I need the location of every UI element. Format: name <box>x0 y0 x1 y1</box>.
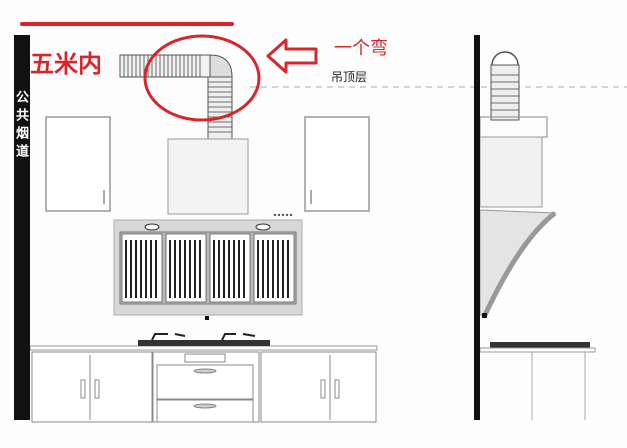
distance-label: 五米内 <box>30 50 102 78</box>
bend-label: 一个弯 <box>334 38 388 59</box>
public-flue-wall <box>14 35 30 420</box>
flue-label: 公共烟道 <box>13 90 28 162</box>
arrow-left-icon <box>266 38 318 74</box>
horizontal-duct <box>119 54 235 143</box>
side-view <box>479 51 596 420</box>
right-wall <box>474 35 480 420</box>
range-hood-front <box>113 213 303 320</box>
ceiling-label: 吊顶层 <box>331 70 368 84</box>
bend-highlight-circle <box>143 34 261 122</box>
